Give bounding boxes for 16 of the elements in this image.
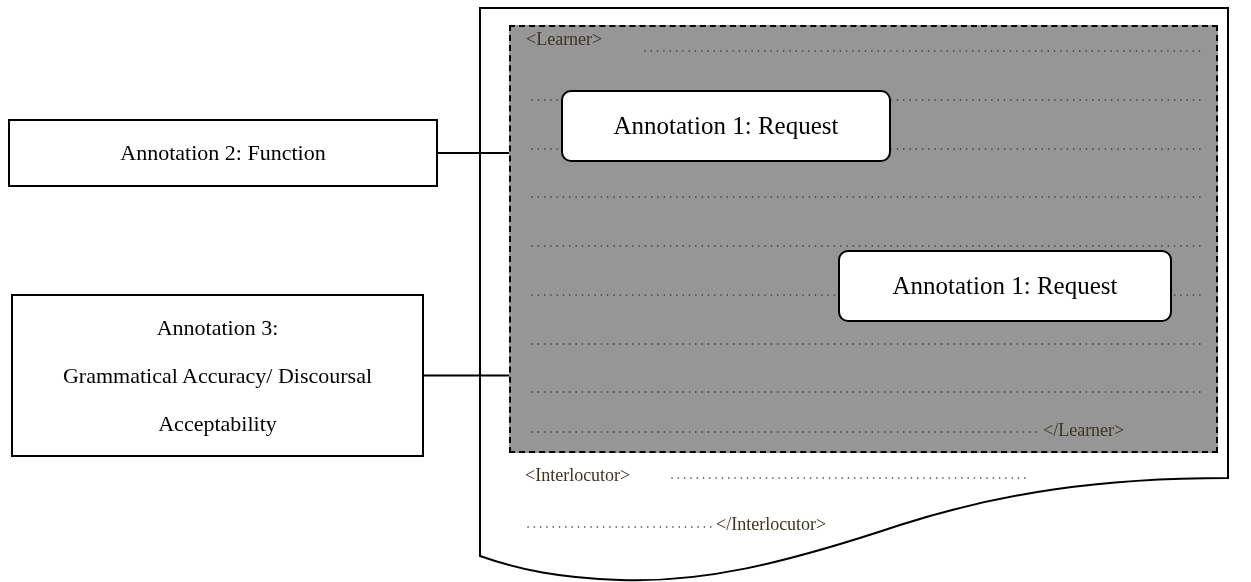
annotation-label: Annotation 1: Request: [613, 111, 839, 141]
annotation-label: Annotation 2: Function: [120, 139, 326, 167]
interlocutor-tag: </Interlocutor>: [716, 514, 827, 536]
interlocutor-tag: <Interlocutor>: [525, 465, 631, 487]
annotation-box: [8, 119, 438, 187]
learner-region: [509, 25, 1218, 453]
annotation-box: [838, 250, 1172, 322]
annotation-label: Grammatical Accuracy/ Discoursal Acceptability: [61, 361, 374, 438]
annotation-label: Annotation 3:: [156, 313, 279, 342]
learner-tag: </Learner>: [1043, 420, 1125, 442]
annotation-box: [561, 90, 891, 162]
annotation-label: Annotation 1: Request: [892, 271, 1118, 301]
connector-line: [437, 152, 510, 154]
connector-line: [423, 374, 510, 377]
learner-tag: <Learner>: [526, 29, 603, 51]
annotation-box: [11, 294, 424, 457]
